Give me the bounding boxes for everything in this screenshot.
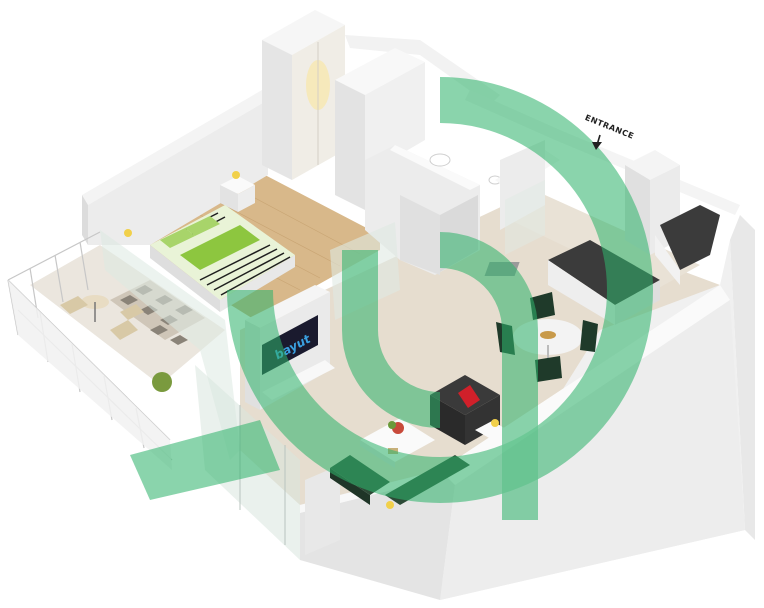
dining-chair [535, 356, 562, 382]
nightstand [220, 176, 255, 194]
lamp [124, 229, 132, 237]
fridge [625, 150, 680, 180]
entrance-label: ENTRANCE [584, 113, 636, 141]
bayut-logo-watermark-icon [130, 77, 653, 520]
dining-chair [580, 320, 598, 352]
balcony-chair [120, 304, 144, 320]
plant [152, 372, 172, 392]
cushion [458, 385, 480, 408]
arrow-down-icon [592, 134, 602, 150]
balcony-chair [60, 296, 88, 314]
balcony [7, 230, 240, 470]
bedroom-furniture [150, 171, 295, 312]
kitchen-counter-right [660, 205, 720, 270]
side-table [475, 421, 508, 439]
balcony-chair [110, 320, 138, 340]
wardrobe [262, 10, 345, 180]
